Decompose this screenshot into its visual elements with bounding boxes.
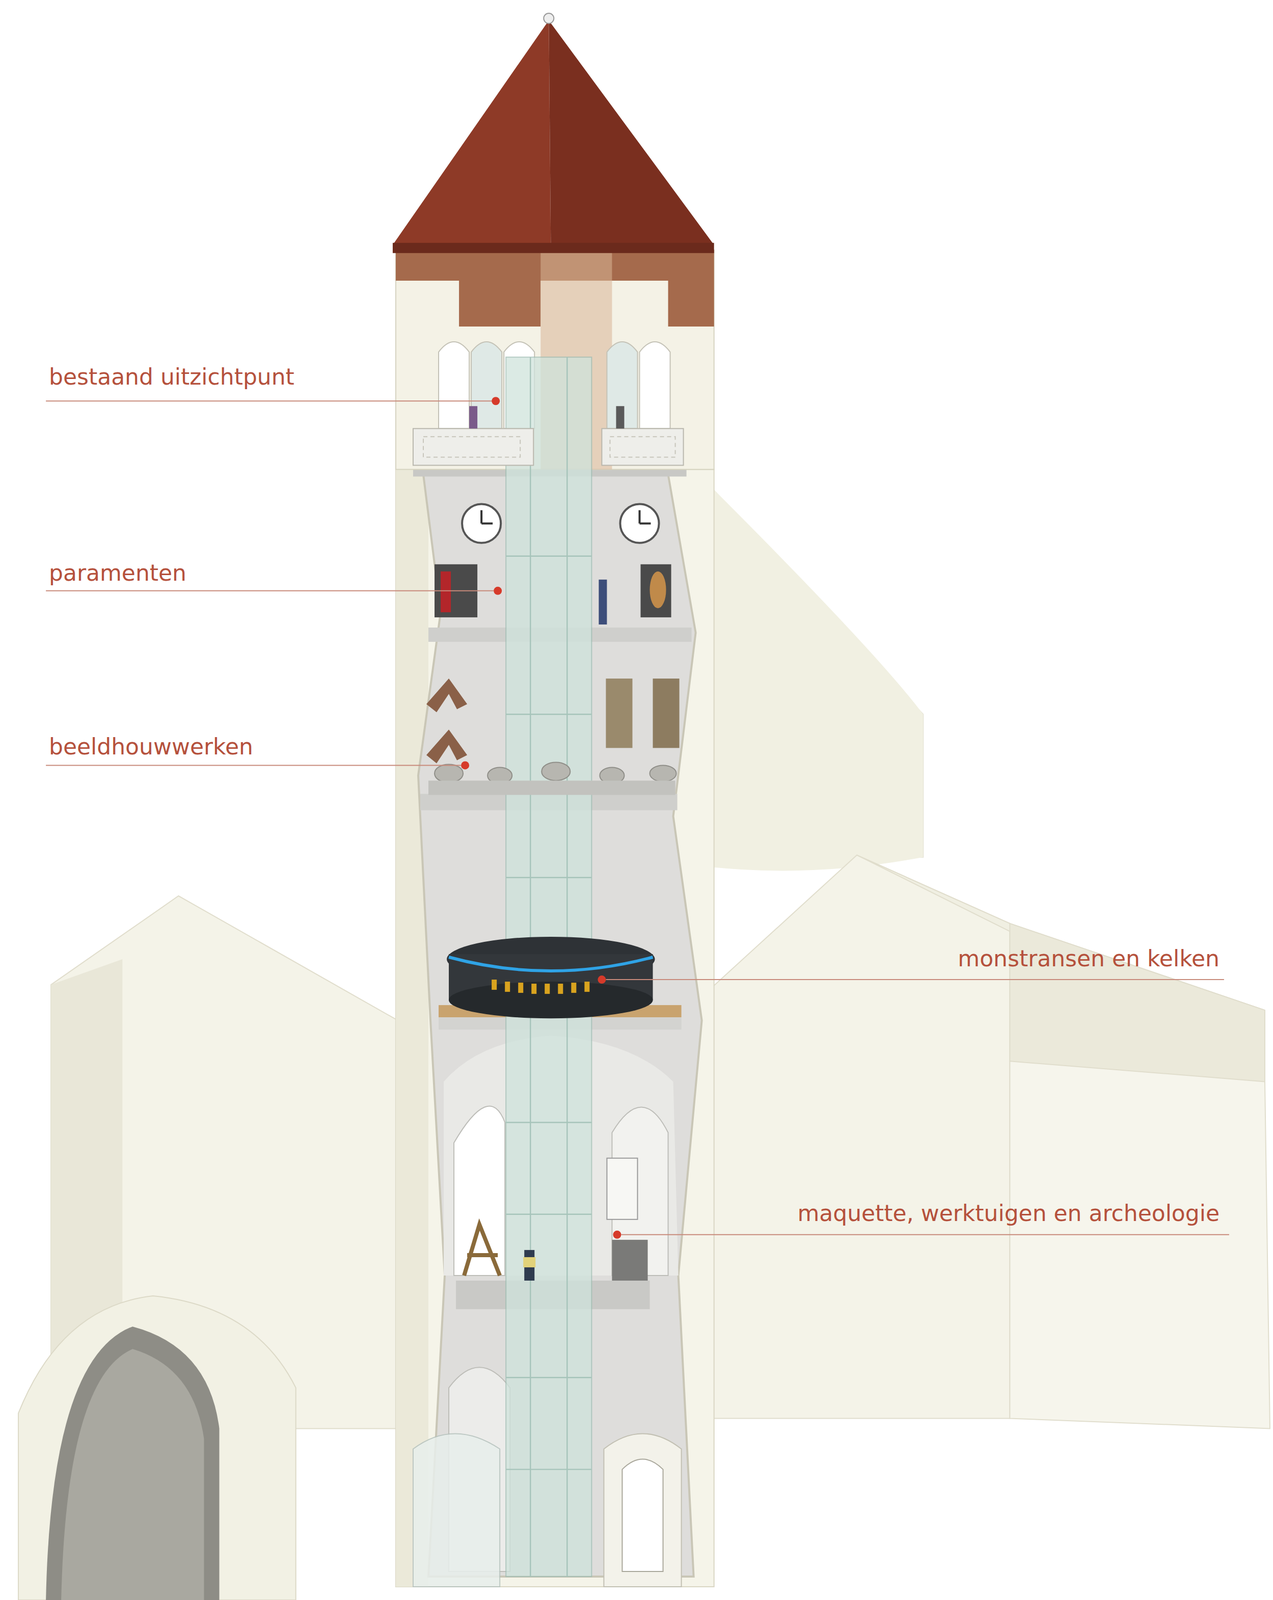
callout-label: paramenten [48, 559, 187, 587]
callout-label: beeldhouwwerken [48, 733, 254, 761]
callout-label: bestaand uitzichtpunt [48, 363, 295, 391]
callout-label: monstransen en kelken [957, 945, 1220, 973]
callout-label: maquette, werktuigen en archeologie [797, 1200, 1220, 1228]
